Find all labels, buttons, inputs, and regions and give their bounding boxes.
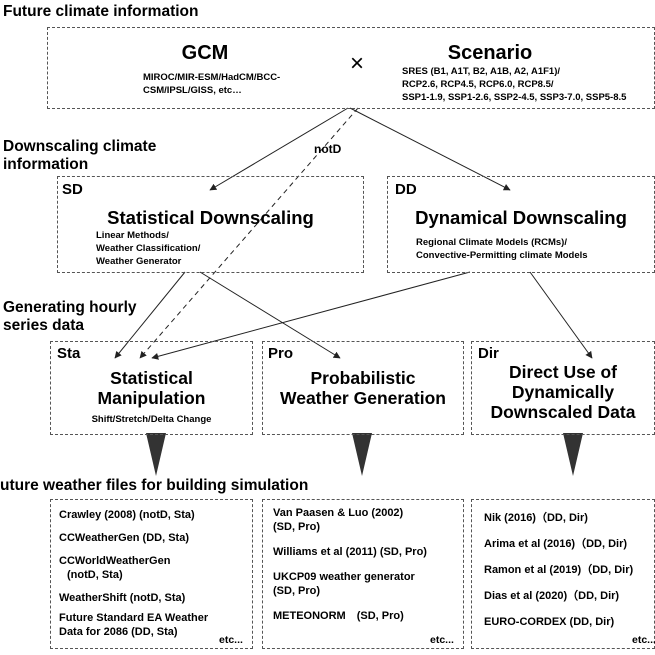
dd-method-line2: Convective-Permitting climate Models [416,250,588,261]
arrow-notd-to-sta [139,107,359,359]
dir-tag: Dir [478,345,499,362]
list-item: UKCP09 weather generator [273,571,415,583]
scenario-list: SRES (B1, A1T, B2, A1B, A2, A1F1)/ RCP2.… [402,65,655,104]
sd-tag: SD [62,181,83,198]
sd-method-line2: Weather Classification/ [96,243,201,254]
gcm-title: GCM [181,42,229,64]
list-item: Data for 2086 (DD, Sta) [59,626,178,638]
pro-list-etc: etc... [430,634,454,646]
sta-list-box [50,499,253,649]
dir-title-line3: Downscaled Data [490,402,636,422]
gcm-models-line1: MIROC/MIR-ESM/HadCM/BCC- [143,72,281,83]
gcm-models-line2: CSM/IPSL/GISS, etc… [143,85,242,96]
dd-title: Dynamical Downscaling [415,207,627,228]
list-item: (SD, Pro) [273,521,321,533]
pro-list-box [262,499,464,649]
arrow-dd-to-sta [151,271,471,360]
list-item: METEONORM (SD, Pro) [273,610,404,622]
dd-methods: Regional Climate Models (RCMs)/ Convecti… [416,236,651,262]
sta-title: Statistical Manipulation [50,368,253,408]
scenario-line2: RCP2.6, RCP4.5, RCP6.0, RCP8.5/ [402,79,554,90]
dir-title-line1: Direct Use of [509,362,617,382]
funnel-triangle-dir [563,433,583,476]
dir-title-line2: Dynamically [511,382,615,402]
pro-title-line2: Weather Generation [280,388,446,408]
list-item: Ramon et al (2019)（DD, Dir) [484,564,634,576]
list-item: EURO-CORDEX (DD, Dir) [484,616,615,628]
sta-tag: Sta [57,345,81,362]
sta-box [50,341,253,435]
scenario-line1: SRES (B1, A1T, B2, A1B, A2, A1F1)/ [402,66,561,77]
sd-box [57,176,364,273]
dir-list-etc: etc... [632,634,655,646]
sta-list-etc: etc... [219,634,243,646]
section-downscaling-line2: information [3,156,89,173]
pro-title: Probabilistic Weather Generation [262,368,464,408]
list-item: CCWorldWeatherGen [59,555,171,567]
dd-method-line1: Regional Climate Models (RCMs)/ [416,237,567,248]
sd-method-line3: Weather Generator [96,256,182,267]
pro-title-line1: Probabilistic [310,368,416,388]
arrow-dd-to-dir [529,271,593,359]
list-item: Williams et al (2011) (SD, Pro) [273,546,427,558]
gcm-models: MIROC/MIR-ESM/HadCM/BCC- CSM/IPSL/GISS, … [143,71,333,97]
list-item: Future Standard EA Weather [59,612,209,624]
section-hourly-line2: series data [3,317,84,334]
dir-title: Direct Use of Dynamically Downscaled Dat… [471,362,655,422]
notd-label: notD [314,142,342,156]
sta-list: Crawley (2008) (notD, Sta) CCWeatherGen … [59,508,249,639]
arrow-sd-to-pro [199,271,341,359]
funnel-triangle-pro [352,433,372,476]
sd-title: Statistical Downscaling [107,207,314,228]
sta-title-line1: Statistical [110,368,193,388]
list-item: Dias et al (2020)（DD, Dir) [484,590,620,602]
sta-sub: Shift/Stretch/Delta Change [91,414,212,425]
list-item: Van Paasen & Luo (2002) [273,507,404,519]
list-item: WeatherShift (notD, Sta) [59,592,186,604]
sd-methods: Linear Methods/ Weather Classification/ … [96,229,326,268]
scenario-title: Scenario [447,42,533,64]
list-item: CCWeatherGen (DD, Sta) [59,532,189,544]
pro-tag: Pro [268,345,294,362]
sd-method-line1: Linear Methods/ [96,230,169,241]
list-item: Crawley (2008) (notD, Sta) [59,509,195,521]
list-item: (notD, Sta) [67,569,123,581]
dd-tag: DD [395,181,417,198]
section-weather-files: uture weather files for building simulat… [0,477,309,494]
scenario-line3: SSP1-1.9, SSP1-2.6, SSP2-4.5, SSP3-7.0, … [402,92,627,103]
list-item: (SD, Pro) [273,585,321,597]
arrow-sd-to-sta [114,271,186,359]
pro-list: Van Paasen & Luo (2002) (SD, Pro) Willia… [273,506,461,623]
funnel-triangle-sta [146,433,166,476]
sta-title-line2: Manipulation [97,388,206,408]
list-item: Arima et al (2016)（DD, Dir) [484,538,628,550]
pro-box [262,341,464,435]
section-downscaling-line1: Downscaling climate [3,138,157,155]
section-hourly-line1: Generating hourly [3,299,137,316]
section-future-climate: Future climate information [3,3,199,20]
times-symbol: × [350,50,365,77]
dir-list: Nik (2016)（DD, Dir) Arima et al (2016)（D… [484,511,654,629]
list-item: Nik (2016)（DD, Dir) [484,512,588,524]
